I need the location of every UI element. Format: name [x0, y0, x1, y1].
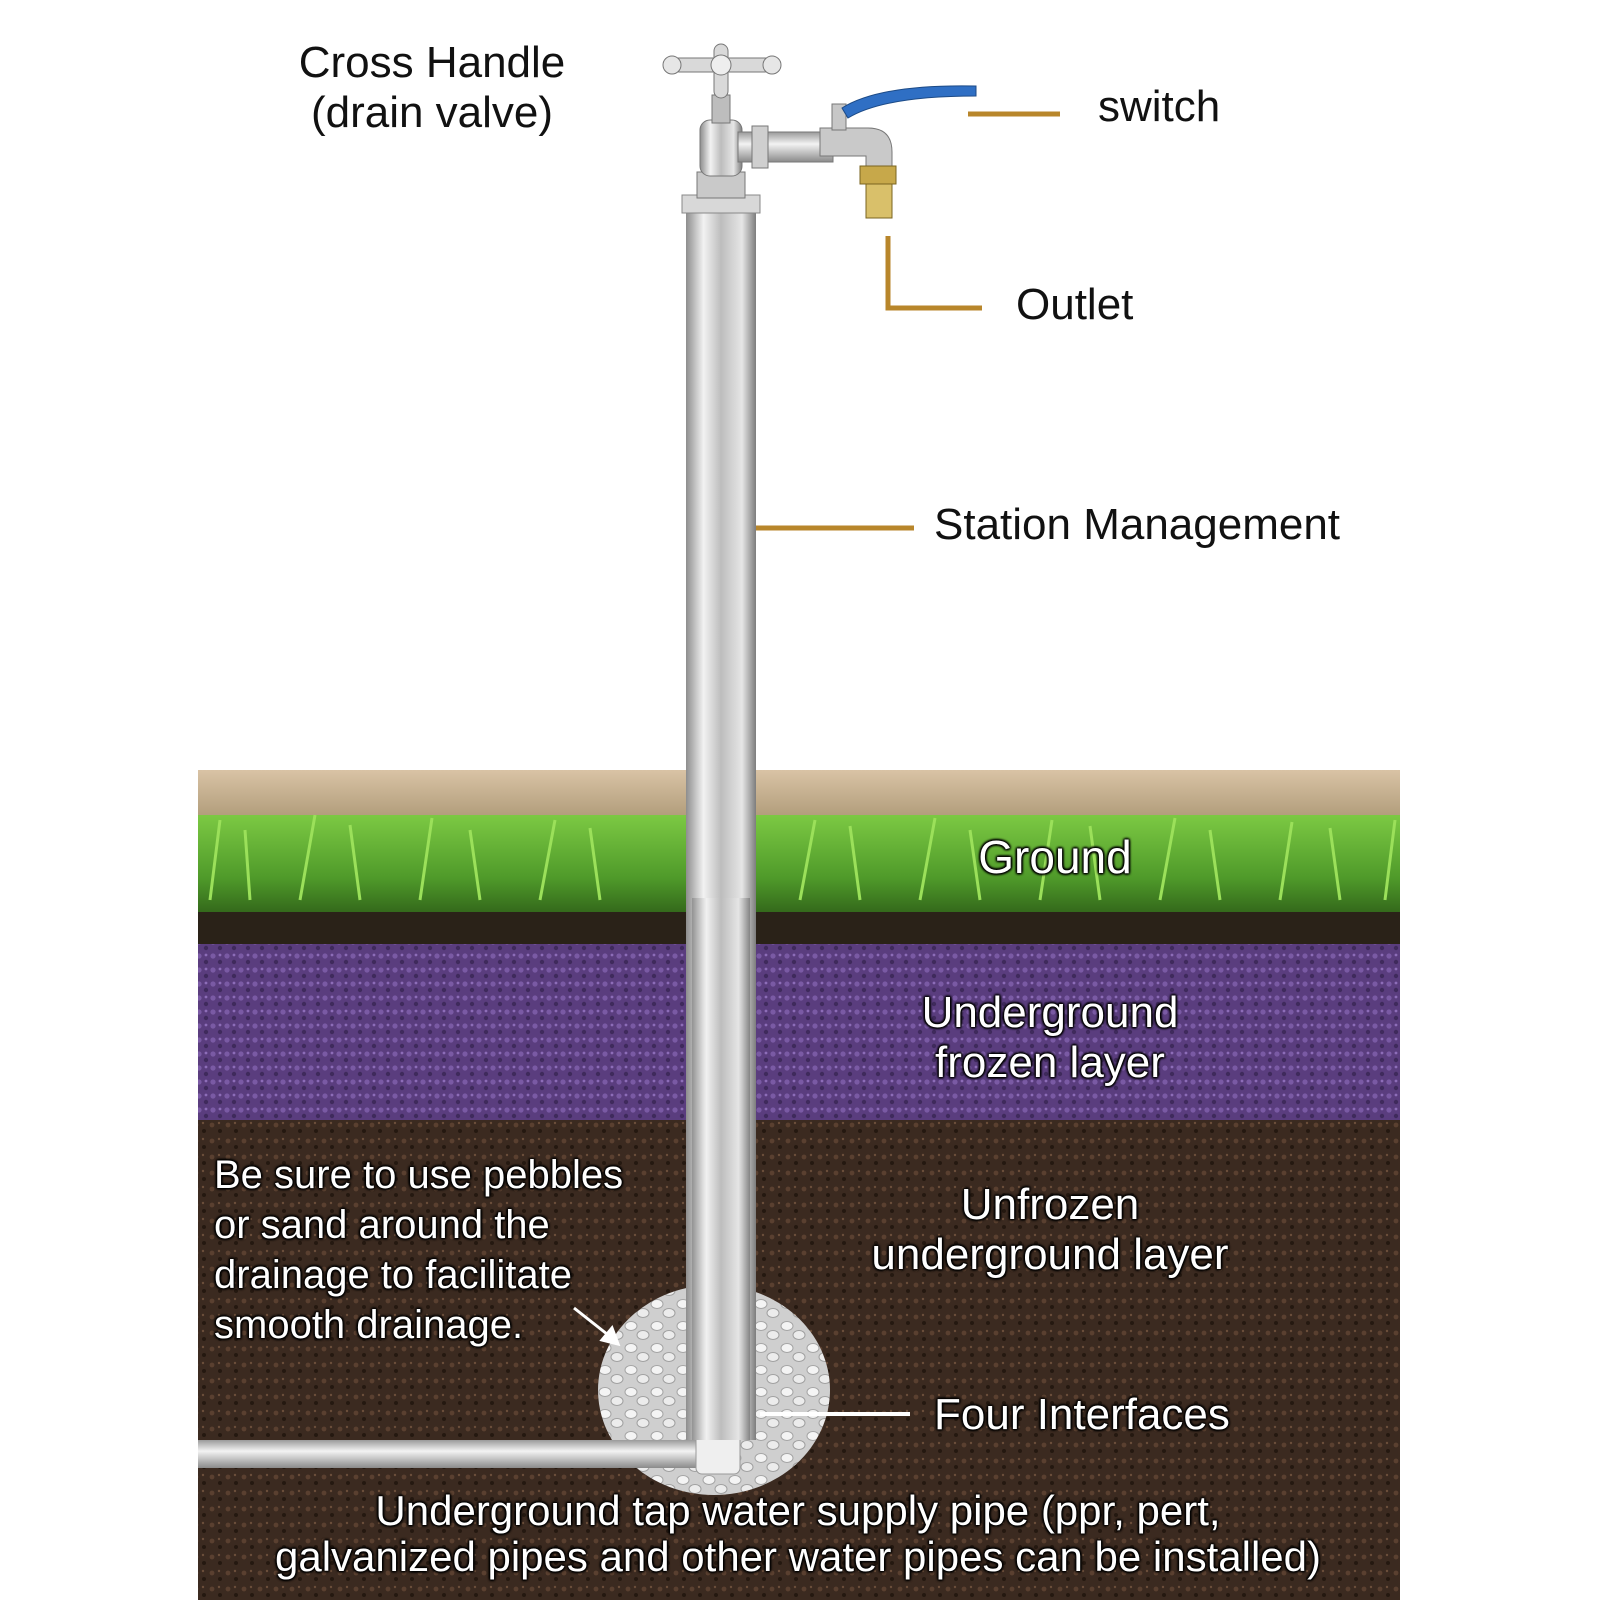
cross-handle-label-line1: Cross Handle: [298, 38, 566, 87]
cross-handle-icon: [662, 43, 782, 99]
supply-pipe-label-line2: galvanized pipes and other water pipes c…: [274, 1533, 1321, 1580]
outlet-nozzle: [865, 183, 893, 219]
standpipe-lower-section: [692, 898, 750, 1440]
frozen-layer-label-line2: frozen layer: [935, 1038, 1165, 1087]
unfrozen-layer-label: Unfrozen underground layer: [820, 1180, 1280, 1280]
switch-label: switch: [1098, 82, 1221, 131]
pebbles-arrow-icon: [573, 1306, 621, 1347]
topsoil-band: [198, 912, 1400, 944]
outlet-leader-line: [885, 236, 982, 311]
pebbles-note-line4: smooth drainage.: [214, 1303, 524, 1347]
frozen-layer-label: Underground frozen layer: [850, 988, 1250, 1088]
unfrozen-layer-label-line1: Unfrozen: [960, 1180, 1140, 1229]
unfrozen-layer-label-line2: underground layer: [871, 1230, 1229, 1279]
frozen-layer: [198, 944, 1400, 1120]
cross-handle-label: Cross Handle (drain valve): [262, 38, 602, 138]
pebbles-note-line2: or sand around the: [214, 1203, 550, 1247]
frozen-layer-label-line1: Underground: [921, 988, 1179, 1037]
cross-handle-label-line2: (drain valve): [310, 88, 554, 137]
pebbles-note-line3: drainage to facilitate: [214, 1253, 573, 1297]
supply-pipe-label: Underground tap water supply pipe (ppr, …: [198, 1488, 1398, 1580]
grass-blades: [208, 814, 1397, 901]
ground-label: Ground: [978, 831, 1132, 883]
outlet-label: Outlet: [1016, 280, 1134, 329]
station-management-label: Station Management: [934, 500, 1341, 549]
valve-assembly: [662, 43, 977, 219]
supply-pipe: [198, 1440, 728, 1468]
pebbles-note: Be sure to use pebbles or sand around th…: [214, 1150, 684, 1350]
supply-pipe-label-line1: Underground tap water supply pipe (ppr, …: [375, 1487, 1221, 1534]
four-interfaces-label: Four Interfaces: [934, 1390, 1230, 1439]
switch-lever-icon: [841, 85, 977, 119]
pebbles-note-line1: Be sure to use pebbles: [214, 1153, 624, 1197]
grass-layer: [198, 815, 1400, 920]
